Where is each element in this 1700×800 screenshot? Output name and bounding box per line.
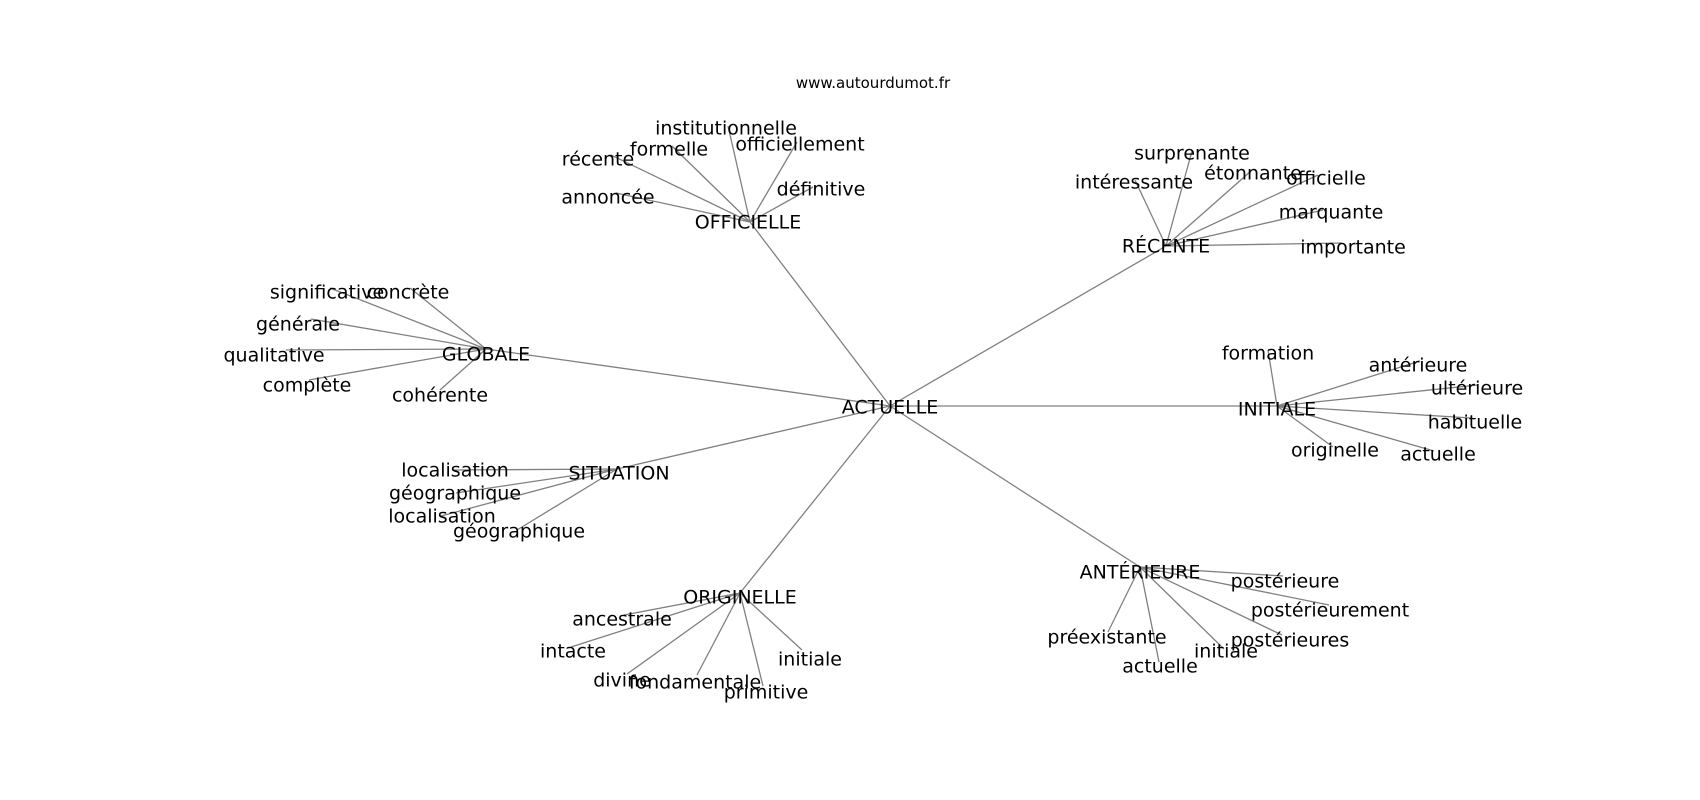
hub-node-officielle[interactable]: OFFICIELLE [695, 212, 801, 234]
edge-center-to-officielle [749, 221, 891, 407]
leaf-node-officielle-3[interactable]: récente [562, 149, 634, 171]
leaf-node-originelle-4[interactable]: fondamentale [629, 672, 761, 694]
leaf-node-officielle-5[interactable]: annoncée [561, 187, 654, 209]
leaf-node-recente-4[interactable]: marquante [1279, 202, 1384, 224]
leaf-node-recente-1[interactable]: intéressante [1075, 172, 1193, 194]
edge-officielle-leaf-3 [610, 154, 751, 223]
edge-situation-leaf-2 [440, 468, 618, 517]
edge-initiale-leaf-0 [1267, 349, 1278, 407]
leaf-node-recente-2[interactable]: étonnante [1204, 163, 1302, 185]
leaf-node-anterieure-0[interactable]: postérieure [1231, 571, 1340, 593]
edge-center-to-situation [616, 405, 891, 470]
edge-situation-leaf-0 [452, 468, 618, 471]
edge-anterieure-leaf-0 [1139, 566, 1284, 577]
edge-center-to-globale [485, 348, 891, 407]
edge-originelle-leaf-2 [739, 592, 803, 651]
leaf-node-anterieure-4[interactable]: initiale [1194, 641, 1258, 663]
edge-globale-leaf-1 [409, 287, 487, 350]
leaf-node-originelle-1[interactable]: intacte [540, 641, 606, 663]
edge-officielle-leaf-0 [727, 125, 751, 223]
edge-globale-leaf-3 [285, 348, 487, 351]
edge-originelle-leaf-0 [623, 592, 741, 616]
leaf-node-initiale-5[interactable]: actuelle [1400, 444, 1476, 466]
leaf-node-initiale-1[interactable]: antérieure [1369, 355, 1468, 377]
hub-node-initiale[interactable]: INITIALE [1238, 399, 1316, 421]
edge-recente-leaf-0 [1165, 150, 1193, 247]
edge-anterieure-leaf-1 [1139, 566, 1330, 606]
leaf-node-anterieure-1[interactable]: postérieurement [1251, 600, 1409, 622]
leaf-node-situation-0[interactable]: localisation [401, 460, 509, 482]
leaf-node-situation-2[interactable]: localisation [388, 506, 496, 528]
edge-anterieure-leaf-3 [1139, 566, 1283, 636]
edge-officielle-leaf-5 [615, 192, 751, 223]
site-url-label: www.autourdumot.fr [796, 74, 951, 92]
edge-initiale-leaf-1 [1276, 360, 1421, 407]
edge-globale-leaf-5 [439, 348, 487, 391]
edge-initiale-leaf-4 [1276, 405, 1334, 448]
leaf-node-anterieure-3[interactable]: postérieures [1231, 630, 1350, 652]
leaf-node-anterieure-5[interactable]: actuelle [1122, 656, 1198, 678]
edge-recente-leaf-4 [1165, 209, 1324, 247]
edge-recente-leaf-1 [1134, 179, 1167, 247]
graph-edges [285, 125, 1479, 687]
leaf-node-officielle-0[interactable]: institutionnelle [655, 118, 797, 140]
edge-recente-leaf-5 [1165, 242, 1343, 247]
edge-globale-leaf-0 [329, 287, 487, 350]
leaf-node-initiale-0[interactable]: formation [1222, 343, 1314, 365]
edge-initiale-leaf-5 [1276, 405, 1435, 452]
hub-node-globale[interactable]: GLOBALE [442, 344, 530, 366]
edge-anterieure-leaf-5 [1139, 566, 1160, 663]
edge-originelle-leaf-5 [739, 592, 764, 687]
leaf-node-originelle-0[interactable]: ancestrale [572, 609, 672, 631]
leaf-node-globale-0[interactable]: significative [270, 282, 384, 304]
edge-originelle-leaf-1 [570, 592, 741, 648]
leaf-node-situation-3[interactable]: géographique [453, 521, 585, 543]
edge-center-to-originelle [739, 405, 891, 594]
leaf-node-officielle-4[interactable]: définitive [777, 179, 866, 201]
edge-officielle-leaf-1 [671, 145, 751, 223]
edge-center-to-anterieure [889, 405, 1141, 568]
leaf-node-officielle-2[interactable]: officiellement [735, 134, 864, 156]
edge-anterieure-leaf-4 [1139, 566, 1225, 650]
edge-recente-leaf-3 [1165, 174, 1319, 247]
leaf-node-initiale-4[interactable]: originelle [1291, 440, 1379, 462]
leaf-node-recente-5[interactable]: importante [1300, 237, 1406, 259]
edge-globale-leaf-4 [308, 348, 487, 381]
leaf-node-officielle-1[interactable]: formelle [630, 139, 708, 161]
leaf-node-globale-1[interactable]: concrète [367, 282, 450, 304]
leaf-node-initiale-2[interactable]: ultérieure [1431, 378, 1523, 400]
leaf-node-globale-3[interactable]: qualitative [223, 345, 324, 367]
leaf-node-recente-0[interactable]: surprenante [1134, 143, 1250, 165]
leaf-node-anterieure-2[interactable]: préexistante [1047, 627, 1166, 649]
edge-officielle-leaf-2 [749, 141, 798, 223]
edge-center-to-recente [889, 245, 1167, 407]
edge-anterieure-leaf-2 [1107, 566, 1141, 633]
edge-situation-leaf-3 [516, 468, 618, 531]
leaf-node-situation-1[interactable]: géographique [389, 483, 521, 505]
hub-node-situation[interactable]: SITUATION [568, 463, 669, 485]
center-node-label[interactable]: ACTUELLE [842, 397, 939, 419]
edge-situation-leaf-1 [455, 468, 618, 494]
edge-initiale-leaf-2 [1276, 384, 1479, 407]
hub-node-recente[interactable]: RÉCENTE [1122, 235, 1210, 258]
leaf-node-globale-4[interactable]: complète [263, 375, 352, 397]
leaf-node-initiale-3[interactable]: habituelle [1428, 412, 1522, 434]
leaf-node-globale-2[interactable]: générale [256, 314, 340, 336]
leaf-node-originelle-2[interactable]: initiale [778, 649, 842, 671]
edge-initiale-leaf-3 [1276, 405, 1472, 419]
edge-originelle-leaf-4 [696, 592, 741, 676]
leaf-node-recente-3[interactable]: officielle [1286, 168, 1366, 190]
edge-officielle-leaf-4 [749, 186, 814, 223]
edge-recente-leaf-2 [1165, 170, 1252, 247]
leaf-node-globale-5[interactable]: cohérente [392, 385, 488, 407]
edge-originelle-leaf-3 [626, 592, 741, 675]
edge-globale-leaf-2 [310, 318, 487, 350]
hub-node-anterieure[interactable]: ANTÉRIEURE [1080, 561, 1201, 584]
graph-labels: www.autourdumot.fr ACTUELLE OFFICIELLE ins… [223, 74, 1523, 704]
leaf-node-originelle-3[interactable]: divine [593, 670, 651, 692]
hub-node-originelle[interactable]: ORIGINELLE [683, 587, 796, 609]
leaf-node-originelle-5[interactable]: primitive [724, 682, 809, 704]
